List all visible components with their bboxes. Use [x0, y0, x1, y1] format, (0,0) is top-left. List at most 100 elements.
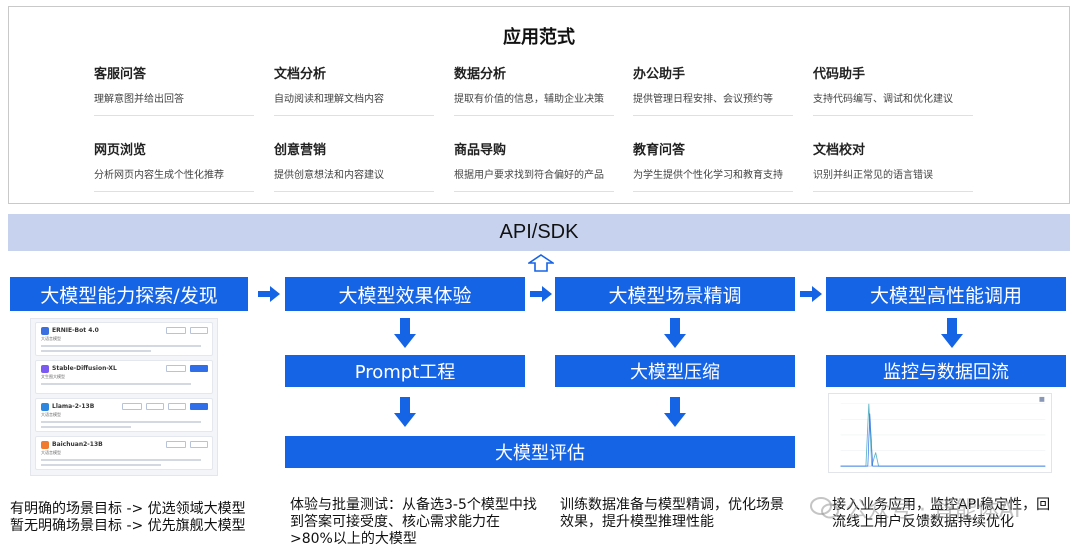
model-action-button	[168, 403, 186, 410]
wechat-icon	[810, 497, 839, 519]
caption-line: >80%以上的大模型	[290, 531, 417, 547]
model-card: Baichuan2-13B 大语言模型	[35, 436, 213, 470]
model-name: Stable-Diffusion-XL	[52, 365, 117, 372]
model-action-button	[166, 365, 186, 372]
app-shopping-guide: 商品导购 根据用户要求找到符合偏好的产品	[454, 143, 619, 192]
caption-line: 暂无明确场景目标 -> 优先旗舰大模型	[10, 518, 246, 534]
model-card: ERNIE-Bot 4.0 大语言模型	[35, 322, 213, 356]
up-arrow-icon	[528, 254, 554, 272]
stage-model-evaluation: 大模型评估	[285, 436, 795, 468]
caption-invoke: 接入业务应用，监控API稳定性，回 流线上用户反馈数据持续优化	[832, 497, 1050, 531]
app-desc: 理解意图并给出回答	[94, 94, 184, 105]
caption-tuning: 训练数据准备与模型精调，优化场景 效果，提升模型推理性能	[560, 497, 784, 531]
model-logo-icon	[41, 441, 49, 449]
model-name: ERNIE-Bot 4.0	[52, 327, 99, 334]
model-desc-line	[41, 426, 131, 428]
model-action-button	[146, 403, 164, 410]
divider	[813, 115, 973, 116]
app-name: 文档分析	[274, 67, 327, 82]
caption-line: 体验与批量测试：从备选3-5个模型中找	[290, 497, 537, 513]
down-arrow-icon	[664, 397, 686, 427]
monitor-chart-background	[830, 394, 1050, 472]
stage-monitoring-data-feedback: 监控与数据回流	[826, 355, 1066, 387]
divider	[94, 115, 254, 116]
app-desc: 提取有价值的信息，辅助企业决策	[454, 94, 604, 105]
model-logo-icon	[41, 365, 49, 373]
stage-prompt-engineering: Prompt工程	[285, 355, 525, 387]
watermark-text: 公众号 · 智能体AI	[846, 498, 1021, 523]
caption-line: 训练数据准备与模型精调，优化场景	[560, 497, 784, 513]
divider	[274, 115, 434, 116]
app-education-qa: 教育问答 为学生提供个性化学习和教育支持	[633, 143, 798, 192]
model-logo-icon	[41, 403, 49, 411]
divider	[454, 115, 614, 116]
app-desc: 根据用户要求找到符合偏好的产品	[454, 170, 604, 181]
app-desc: 分析网页内容生成个性化推荐	[94, 170, 224, 181]
app-name: 客服问答	[94, 67, 147, 82]
app-name: 网页浏览	[94, 143, 147, 158]
caption-line: 接入业务应用，监控API稳定性，回	[832, 497, 1051, 513]
app-name: 创意营销	[274, 143, 327, 158]
app-desc: 为学生提供个性化学习和教育支持	[633, 170, 783, 181]
model-logo-icon	[41, 327, 49, 335]
application-paradigm-panel: 应用范式 客服问答 理解意图并给出回答 文档分析 自动阅读和理解文档内容 数据分…	[8, 6, 1070, 204]
model-action-button	[166, 441, 186, 448]
model-name: Baichuan2-13B	[52, 441, 103, 448]
divider	[274, 191, 434, 192]
stage-capability-explore: 大模型能力探索/发现	[10, 277, 248, 311]
app-creative-marketing: 创意营销 提供创意想法和内容建议	[274, 143, 439, 192]
app-data-analysis: 数据分析 提取有价值的信息，辅助企业决策	[454, 67, 619, 116]
down-arrow-icon	[941, 318, 963, 348]
model-desc-line	[41, 421, 201, 423]
model-tag: 大语言模型	[41, 450, 61, 455]
down-arrow-icon	[664, 318, 686, 348]
divider	[633, 191, 793, 192]
caption-explore: 有明确的场景目标 -> 优选领域大模型 暂无明确场景目标 -> 优先旗舰大模型	[10, 501, 246, 535]
model-desc-line	[41, 459, 201, 461]
caption-line: 到答案可接受度、核心需求能力在	[290, 514, 500, 530]
app-doc-analysis: 文档分析 自动阅读和理解文档内容	[274, 67, 439, 116]
app-desc: 识别并纠正常见的语言错误	[813, 170, 933, 181]
app-name: 商品导购	[454, 143, 507, 158]
divider	[454, 191, 614, 192]
model-desc-line	[41, 345, 201, 347]
monitor-toolbar-icon	[1039, 396, 1045, 402]
app-office-assistant: 办公助手 提供管理日程安排、会议预约等	[633, 67, 798, 116]
down-arrow-icon	[394, 318, 416, 348]
app-desc: 提供创意想法和内容建议	[274, 170, 384, 181]
model-desc-line	[41, 464, 161, 466]
app-web-browse: 网页浏览 分析网页内容生成个性化推荐	[94, 143, 259, 192]
divider	[633, 115, 793, 116]
monitor-series-line	[840, 413, 1046, 467]
app-desc: 支持代码编写、调试和优化建议	[813, 94, 953, 105]
model-tag: 文生图大模型	[41, 374, 65, 379]
divider	[94, 191, 254, 192]
stage-scenario-tuning: 大模型场景精调	[555, 277, 795, 311]
caption-line: 流线上用户反馈数据持续优化	[832, 514, 1014, 530]
app-name: 数据分析	[454, 67, 507, 82]
model-tag: 大语言模型	[41, 412, 61, 417]
model-name: Llama-2-13B	[52, 403, 95, 410]
model-tag: 大语言模型	[41, 336, 61, 341]
model-action-button	[166, 327, 186, 334]
app-name: 代码助手	[813, 67, 866, 82]
paradigm-title: 应用范式	[503, 27, 575, 48]
model-action-button	[190, 327, 208, 334]
stage-high-performance-invoke: 大模型高性能调用	[826, 277, 1066, 311]
model-card: Stable-Diffusion-XL 文生图大模型	[35, 360, 213, 394]
right-arrow-icon	[258, 286, 280, 302]
monitor-chart-thumbnail	[828, 393, 1052, 473]
model-desc-line	[41, 350, 151, 352]
app-name: 办公助手	[633, 67, 686, 82]
caption-line: 有明确的场景目标 -> 优选领域大模型	[10, 501, 246, 517]
divider	[813, 191, 973, 192]
api-sdk-label: API/SDK	[499, 221, 579, 243]
watermark: 公众号 · 智能体AI	[810, 492, 1021, 524]
app-name: 文档校对	[813, 143, 866, 158]
right-arrow-icon	[530, 286, 552, 302]
model-action-button	[190, 403, 208, 410]
app-proofreading: 文档校对 识别并纠正常见的语言错误	[813, 143, 978, 192]
model-action-button	[190, 441, 208, 448]
model-action-button	[122, 403, 142, 410]
api-sdk-bar: API/SDK	[8, 214, 1070, 251]
